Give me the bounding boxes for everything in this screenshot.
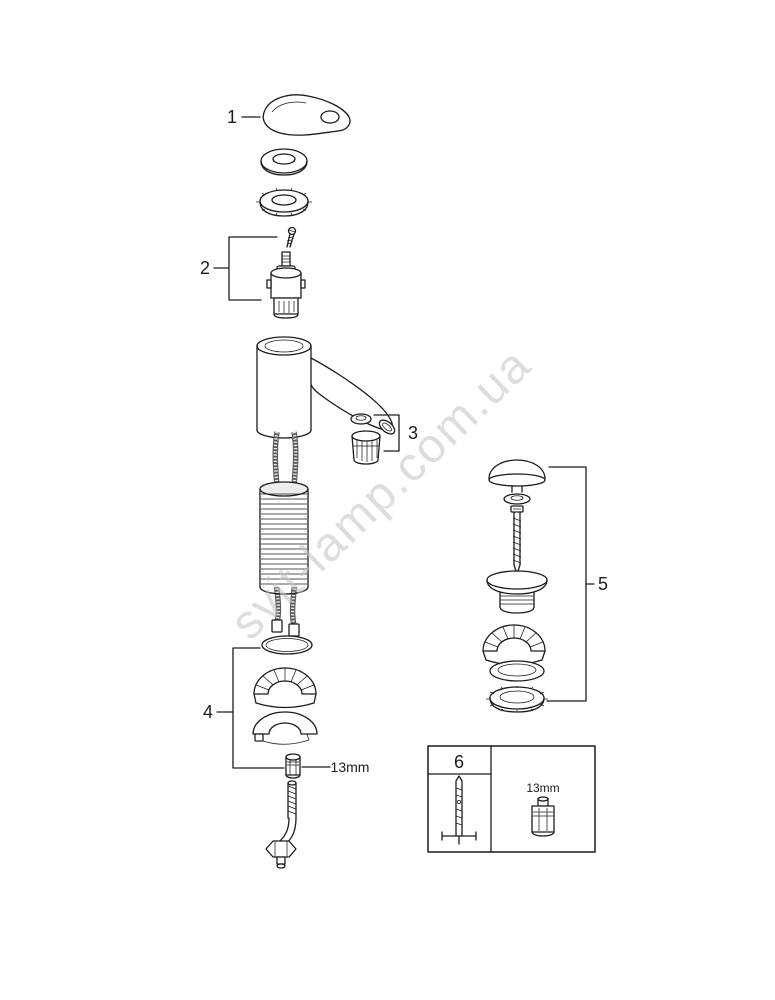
faucet-body: [256, 336, 396, 439]
drain-wedge: [482, 624, 546, 666]
mounting-ring: [256, 187, 312, 217]
part-2-label: 2: [200, 258, 210, 278]
drain-washer-large: [489, 660, 545, 682]
part-3-label: 3: [408, 423, 418, 443]
drain-locknut: [486, 686, 548, 713]
part-1-callout: 1: [227, 107, 261, 127]
locknut-knurl: [486, 686, 548, 712]
socket-13mm: [531, 796, 555, 837]
aerator: [351, 430, 381, 465]
hose-end-fitting: [271, 619, 283, 633]
aerator-seal: [350, 413, 372, 425]
clamp-wedge: [253, 667, 317, 709]
tool-panel: 6 13mm: [427, 745, 596, 853]
mounting-tool: [441, 775, 477, 845]
horseshoe-washer: [252, 711, 318, 745]
aerator-group: 3: [350, 413, 418, 465]
ring-teeth: [256, 187, 312, 217]
hex-adapter: 13mm: [285, 753, 370, 779]
part-4-label: 4: [203, 702, 213, 722]
cartridge-screw: [286, 226, 297, 248]
part-3-callout: 3: [373, 414, 418, 452]
part-6-label: 6: [454, 752, 464, 772]
drain-flange: [486, 570, 548, 614]
faucet-handle: [262, 94, 351, 136]
escutcheon-ring: [260, 148, 308, 176]
part-5-label: 5: [598, 574, 608, 594]
part-2-callout: 2: [200, 236, 278, 301]
threaded-shank: [259, 481, 309, 595]
mounting-stud: [279, 780, 297, 846]
cartridge: [266, 251, 306, 319]
hex-nut: [265, 840, 297, 869]
hose-end-fitting: [288, 623, 300, 637]
base-o-ring: [261, 635, 313, 655]
part-1-label: 1: [227, 107, 237, 127]
drain-plug-cap: [488, 459, 546, 493]
drain-washer-small: [503, 493, 531, 505]
drain-screw: [510, 505, 524, 575]
part-4-callout: 4: [203, 647, 285, 769]
socket-size-note: 13mm: [526, 781, 559, 795]
part-5-callout: 5: [546, 466, 608, 702]
wrench-size-note: 13mm: [331, 759, 370, 775]
